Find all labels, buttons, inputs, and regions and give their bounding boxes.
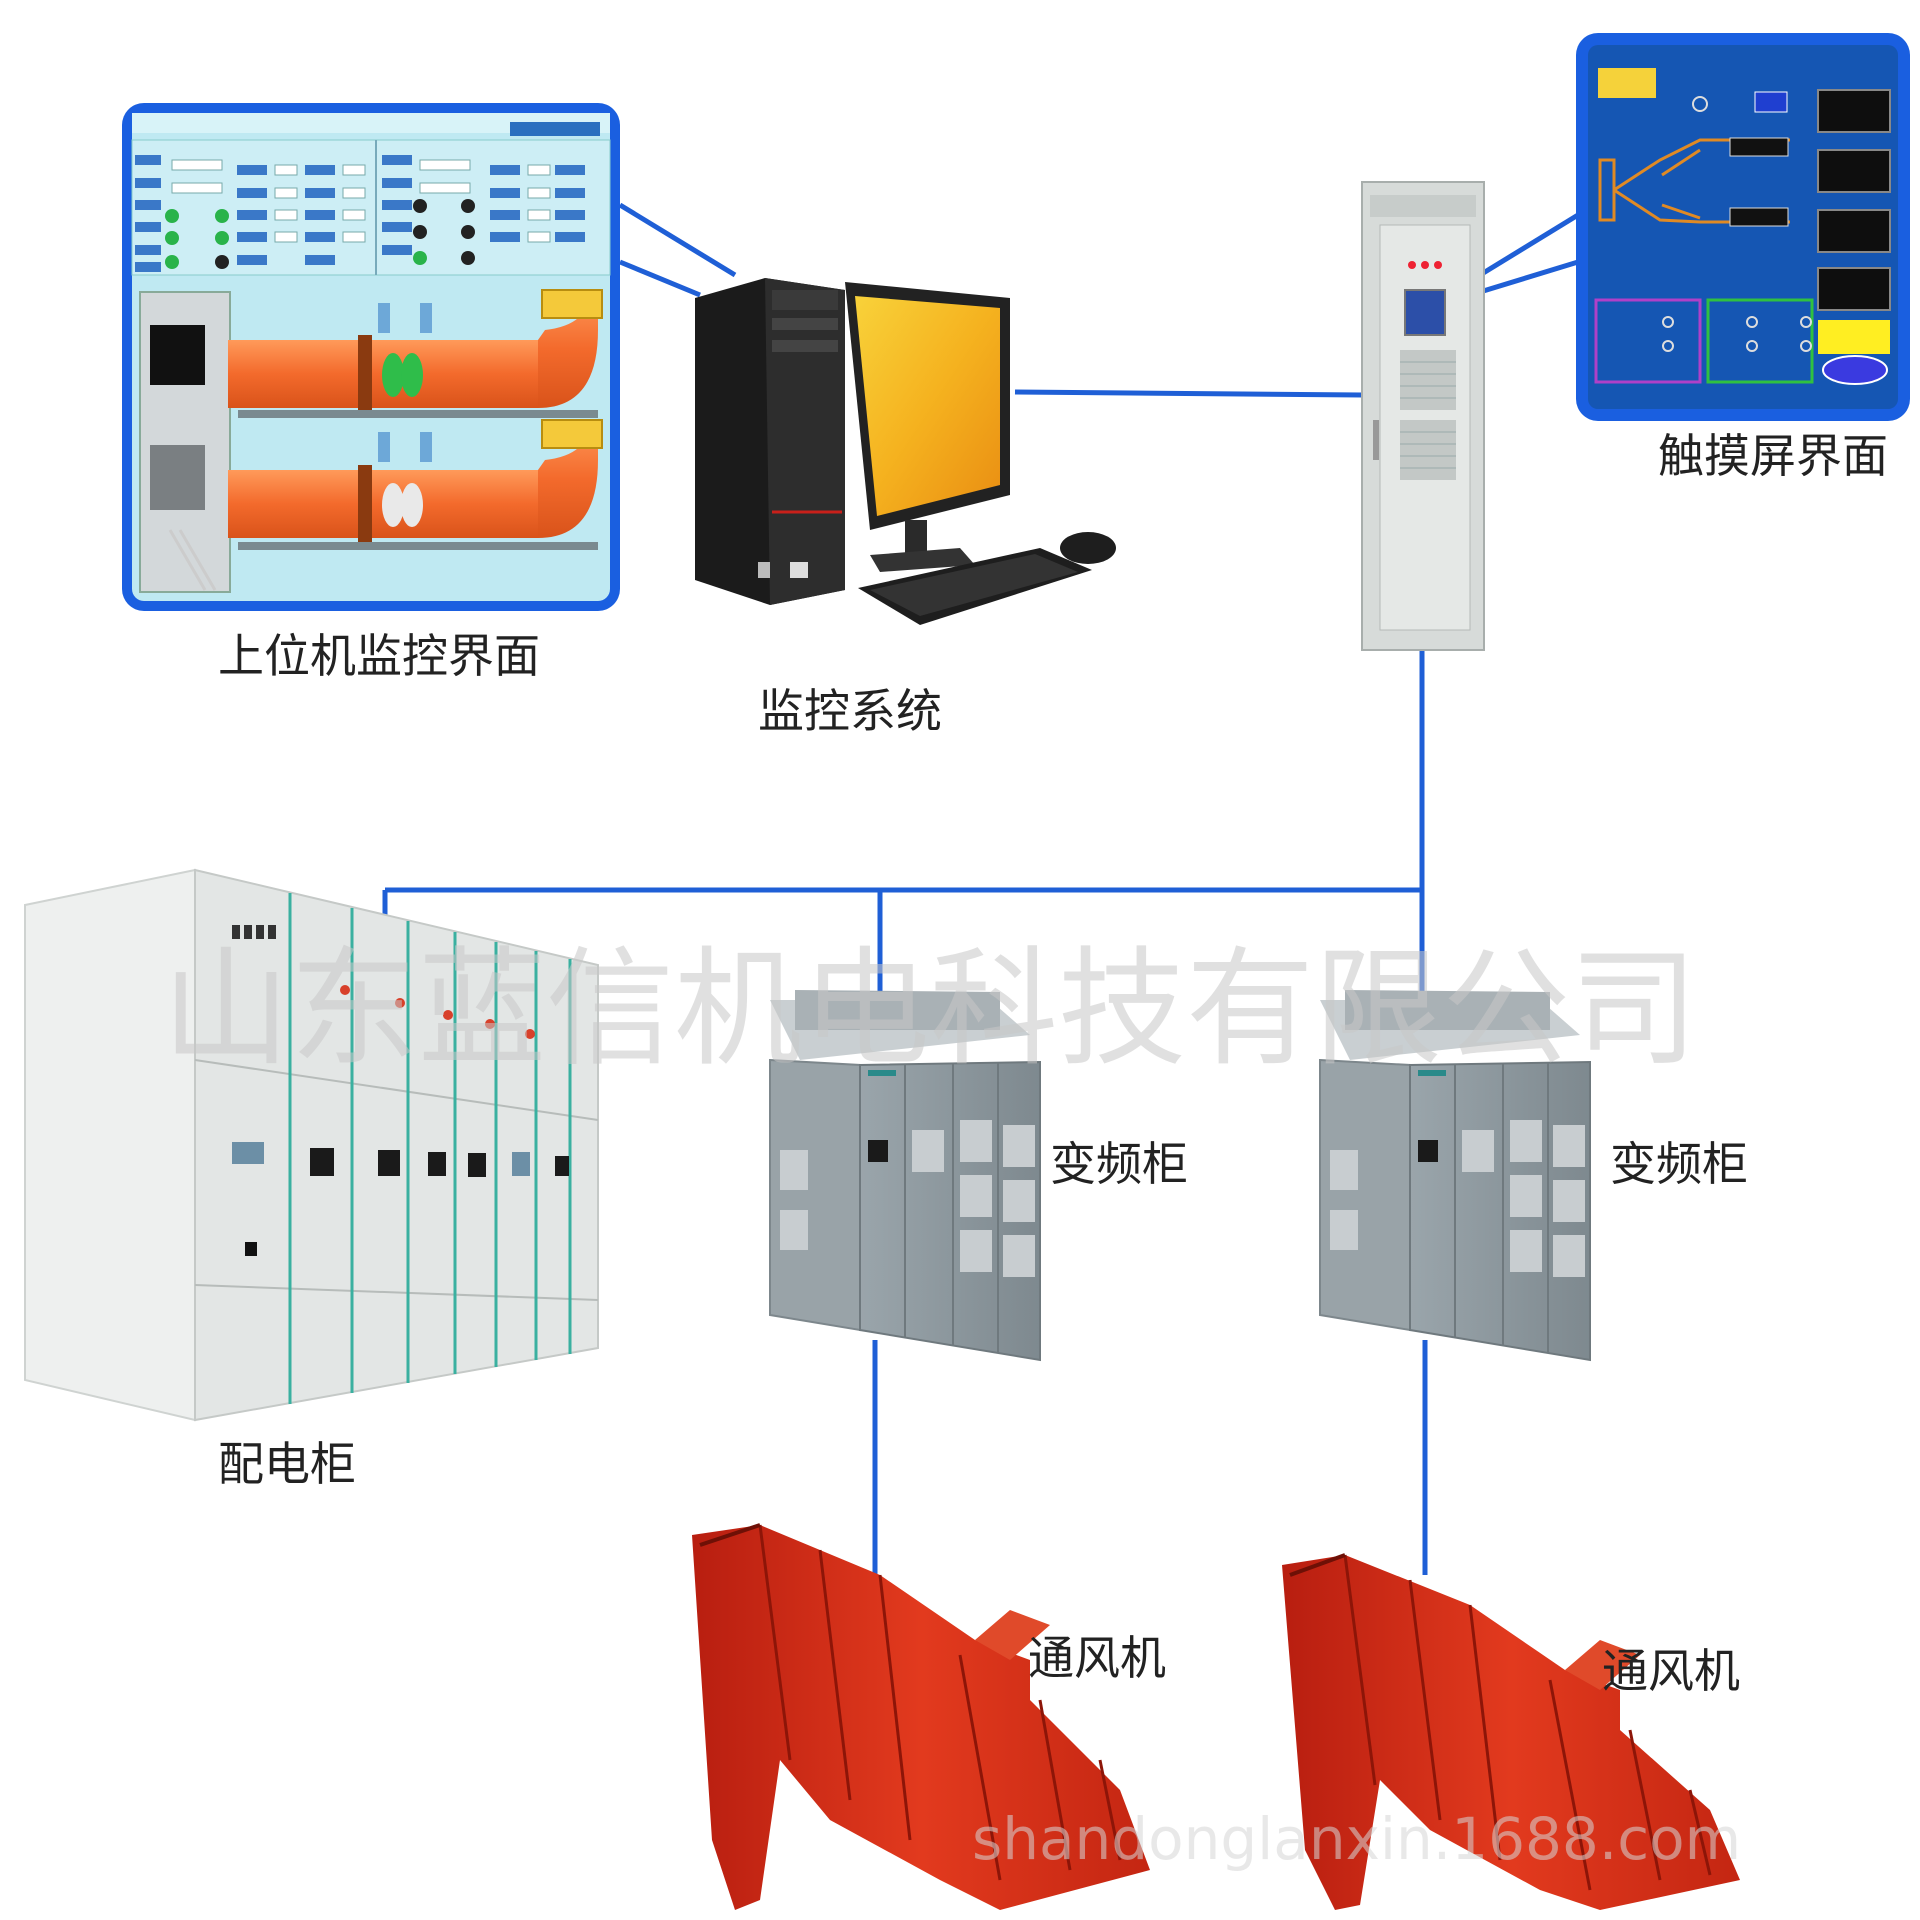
pc-workstation [695, 278, 1116, 625]
label-power-cabinet: 配电柜 [218, 1437, 356, 1491]
label-vfd-cabinet-1: 变频柜 [1050, 1137, 1188, 1191]
label-monitoring-system: 监控系统 [758, 684, 942, 738]
label-touch-screen: 触摸屏界面 [1658, 429, 1888, 483]
fan-1 [692, 1523, 1150, 1910]
watermark-company: 山东蓝信机电科技有限公司 [162, 935, 1699, 1084]
label-fan-2: 通风机 [1602, 1644, 1740, 1698]
network-links [382, 202, 1580, 1580]
scada-screen [122, 103, 620, 611]
power-cabinet [24, 868, 599, 1422]
control-cabinet [1361, 181, 1485, 651]
watermark-url: shandonglanxin.1688.com [972, 1805, 1742, 1873]
label-fan-1: 通风机 [1028, 1631, 1166, 1685]
vfd-cabinet-2 [1319, 990, 1591, 1362]
label-scada-screen: 上位机监控界面 [218, 629, 540, 683]
touch-screen [1576, 33, 1910, 421]
fan-2 [1282, 1553, 1740, 1910]
vfd-cabinet-1 [769, 990, 1041, 1362]
label-vfd-cabinet-2: 变频柜 [1610, 1137, 1748, 1191]
